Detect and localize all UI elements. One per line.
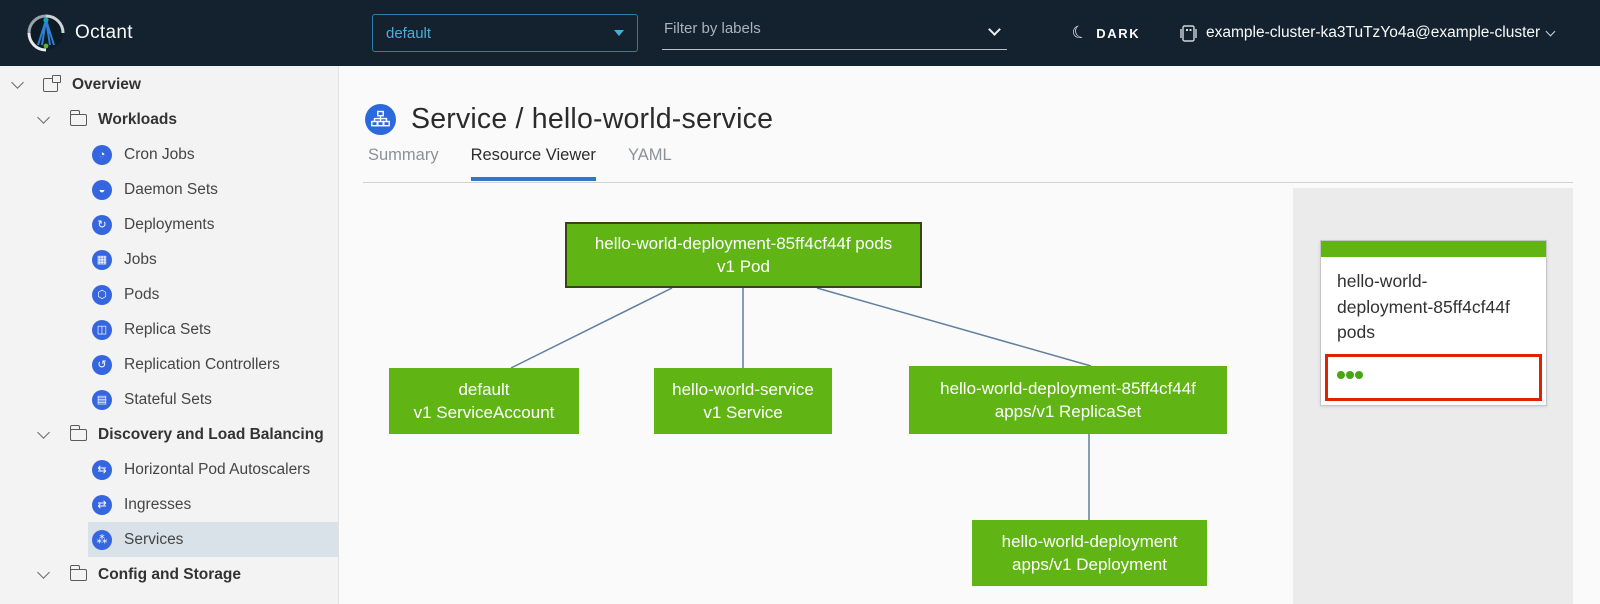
node-name: hello-world-deployment-85ff4cf44f pods	[594, 233, 893, 253]
graph-node-pod[interactable]: hello-world-deployment-85ff4cf44f pods v…	[565, 222, 922, 288]
horizontal-pod-autoscalers-icon: ⇆	[92, 459, 112, 480]
sidebar-item-label: Ingresses	[124, 495, 192, 513]
app-title: Octant	[75, 22, 133, 43]
cron-jobs-icon: ◔	[92, 144, 112, 165]
sidebar-item-label: Cron Jobs	[124, 145, 195, 163]
node-name: hello-world-deployment-85ff4cf44f	[940, 378, 1196, 398]
node-name: default	[458, 379, 510, 399]
tab-divider	[363, 182, 1573, 183]
graph-node-service-account[interactable]: default v1 ServiceAccount	[389, 368, 579, 434]
cluster-name: example-cluster-ka3TuTzYo4a@example-clus…	[1206, 24, 1541, 41]
octant-logo	[27, 14, 65, 52]
sidebar-item-cron-jobs[interactable]: ◔ Cron Jobs	[0, 137, 338, 172]
graph-node-deployment[interactable]: hello-world-deployment apps/v1 Deploymen…	[972, 520, 1207, 586]
folder-icon	[69, 565, 87, 581]
pods-icon: ⬡	[92, 284, 112, 305]
sidebar-item-jobs[interactable]: ▦ Jobs	[0, 242, 338, 277]
sidebar-item-label: Stateful Sets	[124, 390, 212, 408]
chevron-down-icon[interactable]	[37, 426, 50, 439]
node-name: hello-world-service	[672, 379, 814, 399]
sidebar-item-replica-sets[interactable]: ◫ Replica Sets	[0, 312, 338, 347]
node-kind: v1 ServiceAccount	[413, 403, 555, 422]
sidebar-item-label: Config and Storage	[98, 565, 241, 583]
namespace-dropdown[interactable]: default	[372, 14, 638, 52]
pod-status-dot	[1346, 370, 1354, 379]
sidebar-item-pods[interactable]: ⬡ Pods	[0, 277, 338, 312]
tab-bar: Summary Resource Viewer YAML	[368, 146, 704, 181]
node-kind: apps/v1 Deployment	[1012, 555, 1167, 574]
replication-controllers-icon: ↺	[92, 354, 112, 375]
sidebar-item-overview[interactable]: Overview	[0, 67, 338, 102]
stateful-sets-icon: ▤	[92, 389, 112, 410]
top-bar: Octant default ☾ DARK example-cluster-ka…	[0, 0, 1600, 66]
sidebar-item-horizontal-pod-autoscalers[interactable]: ⇆ Horizontal Pod Autoscalers	[0, 452, 338, 487]
cluster-selector[interactable]: example-cluster-ka3TuTzYo4a@example-clus…	[1180, 0, 1556, 66]
card-title: hello-world-deployment-85ff4cf44f pods	[1337, 271, 1510, 342]
folder-icon	[69, 110, 87, 126]
node-kind: v1 Pod	[717, 257, 770, 276]
sidebar-item-ingresses[interactable]: ⇄ Ingresses	[0, 487, 338, 522]
tab-resource-viewer[interactable]: Resource Viewer	[470, 146, 596, 181]
tab-yaml[interactable]: YAML	[627, 146, 672, 164]
chevron-down-icon[interactable]	[37, 566, 50, 579]
sidebar-item-config-and-storage[interactable]: Config and Storage	[0, 557, 338, 592]
moon-icon: ☾	[1069, 21, 1090, 44]
graph-node-replica-set[interactable]: hello-world-deployment-85ff4cf44f apps/v…	[909, 366, 1227, 434]
pod-status-dot	[1337, 370, 1345, 379]
chevron-down-icon	[1545, 26, 1556, 37]
overview-icon	[43, 74, 61, 92]
resource-detail-panel: hello-world-deployment-85ff4cf44f pods	[1293, 188, 1573, 604]
sidebar-item-label: Overview	[72, 75, 141, 93]
sidebar-item-label: Replica Sets	[124, 320, 212, 338]
sidebar-item-services[interactable]: ⁂ Services	[88, 522, 338, 557]
sidebar-item-label: Deployments	[124, 215, 215, 233]
sidebar-item-label: Discovery and Load Balancing	[98, 425, 324, 443]
sidebar-item-workloads[interactable]: Workloads	[0, 102, 338, 137]
chevron-down-icon[interactable]	[37, 111, 50, 124]
sidebar-item-label: Replication Controllers	[124, 355, 280, 373]
chevron-down-icon[interactable]	[11, 76, 24, 89]
sidebar-item-discovery-and-load-balancing[interactable]: Discovery and Load Balancing	[0, 417, 338, 452]
jobs-icon: ▦	[92, 249, 112, 270]
folder-icon	[69, 425, 87, 441]
page-title: Service / hello-world-service	[411, 103, 774, 135]
sidebar-item-label: Horizontal Pod Autoscalers	[124, 460, 311, 478]
sidebar-item-stateful-sets[interactable]: ▤ Stateful Sets	[0, 382, 338, 417]
sidebar-item-daemon-sets[interactable]: ◒ Daemon Sets	[0, 172, 338, 207]
sidebar-item-deployments[interactable]: ↻ Deployments	[0, 207, 338, 242]
node-kind: apps/v1 ReplicaSet	[994, 402, 1142, 421]
sidebar-item-label: Jobs	[124, 250, 157, 268]
services-icon: ⁂	[92, 529, 112, 550]
sidebar-item-label: Services	[124, 530, 184, 548]
selected-resource-card[interactable]: hello-world-deployment-85ff4cf44f pods	[1320, 240, 1547, 406]
label-filter-input[interactable]	[662, 13, 1007, 50]
service-icon	[365, 104, 396, 135]
caret-down-icon	[614, 30, 624, 36]
sidebar-nav: Overview Workloads ◔ Cron Jobs ◒ Daemon …	[0, 66, 339, 604]
node-kind: v1 Service	[703, 403, 783, 422]
theme-toggle-label: DARK	[1096, 25, 1141, 41]
namespace-value: default	[386, 24, 432, 42]
main-content: Service / hello-world-service Summary Re…	[339, 66, 1600, 604]
node-name: hello-world-deployment	[1001, 531, 1178, 551]
cluster-icon	[1180, 24, 1197, 42]
tab-summary[interactable]: Summary	[368, 146, 439, 164]
sidebar-item-label: Workloads	[98, 110, 177, 128]
graph-node-service[interactable]: hello-world-service v1 Service	[654, 368, 832, 434]
theme-toggle-button[interactable]: ☾ DARK	[1069, 0, 1141, 66]
sidebar-item-label: Pods	[124, 285, 160, 303]
card-pod-status-box	[1325, 353, 1542, 401]
daemon-sets-icon: ◒	[92, 179, 112, 200]
ingresses-icon: ⇄	[92, 494, 112, 515]
sidebar-item-replication-controllers[interactable]: ↺ Replication Controllers	[0, 347, 338, 382]
card-status-bar	[1321, 241, 1546, 257]
label-filter-field	[662, 13, 1007, 50]
pod-status-dot	[1355, 370, 1363, 379]
replica-sets-icon: ◫	[92, 319, 112, 340]
deployments-icon: ↻	[92, 214, 112, 235]
page-header: Service / hello-world-service	[365, 103, 773, 136]
sidebar-item-label: Daemon Sets	[124, 180, 218, 198]
